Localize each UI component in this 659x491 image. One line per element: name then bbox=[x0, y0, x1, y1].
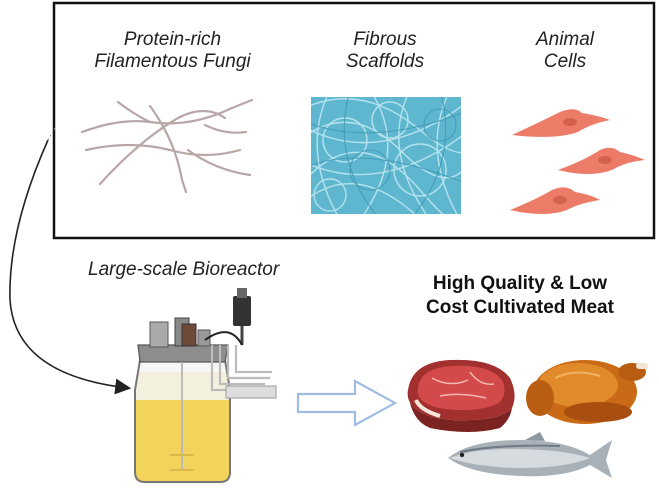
fiber-scaffold-icon bbox=[311, 97, 461, 214]
fungal-hyphae-icon bbox=[80, 98, 254, 194]
bioreactor-icon bbox=[134, 288, 277, 483]
curved-arrow bbox=[9, 139, 132, 395]
fungi-label-line1: Protein-rich bbox=[123, 29, 222, 50]
fungi-label-line2: Filamentous Fungi bbox=[94, 51, 251, 72]
outcome-title-line1: High Quality & Low bbox=[432, 273, 608, 294]
scaffolds-label-line2: Scaffolds bbox=[345, 51, 425, 72]
cells-label-line1: Animal bbox=[535, 29, 595, 50]
fungi-label: Protein-rich Filamentous Fungi bbox=[80, 29, 265, 73]
bioreactor-label: Large-scale Bioreactor bbox=[88, 259, 280, 280]
roast-chicken-icon bbox=[526, 360, 648, 424]
animal-cell-icon bbox=[510, 109, 645, 214]
scaffolds-label-line1: Fibrous bbox=[353, 29, 417, 50]
fish-icon bbox=[448, 432, 612, 478]
cells-label-line2: Cells bbox=[543, 51, 587, 72]
right-arrow-icon bbox=[296, 379, 398, 427]
cells-label: Animal Cells bbox=[510, 29, 620, 73]
scaffolds-label: Fibrous Scaffolds bbox=[315, 29, 455, 73]
steak-icon bbox=[407, 359, 515, 432]
outcome-title-line2: Cost Cultivated Meat bbox=[426, 297, 614, 318]
outcome-title: High Quality & Low Cost Cultivated Meat bbox=[395, 272, 645, 320]
